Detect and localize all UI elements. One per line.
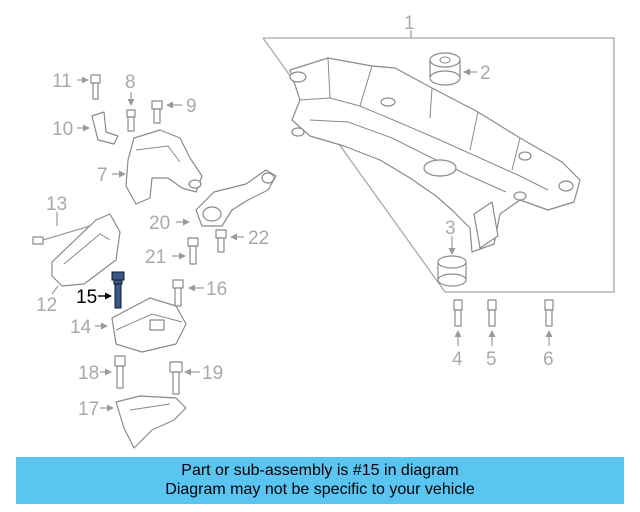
banner-line-part-number: Part or sub-assembly is #15 in diagram bbox=[181, 462, 459, 479]
bolt-19 bbox=[169, 361, 183, 395]
bolt-9 bbox=[151, 100, 163, 124]
callout-16: 16 bbox=[206, 279, 227, 300]
callout-19: 19 bbox=[202, 363, 223, 384]
subframe-group-outline bbox=[262, 37, 615, 293]
banner-line-disclaimer: Diagram may not be specific to your vehi… bbox=[165, 481, 475, 498]
upper-subframe-mount bbox=[429, 52, 461, 86]
callout-3: 3 bbox=[445, 218, 456, 239]
subframe-bolts bbox=[453, 299, 554, 327]
callout-20: 20 bbox=[149, 213, 170, 234]
callout-4: 4 bbox=[452, 349, 463, 370]
engine-mount-bracket bbox=[125, 129, 203, 205]
callout-21: 21 bbox=[145, 247, 166, 268]
callout-6: 6 bbox=[543, 349, 554, 370]
callout-9: 9 bbox=[186, 96, 197, 117]
transmission-bracket bbox=[51, 213, 121, 287]
callout-13: 13 bbox=[46, 194, 67, 215]
callout-15: 15 bbox=[76, 287, 97, 308]
bolt-8 bbox=[126, 109, 136, 132]
callout-22: 22 bbox=[248, 228, 269, 249]
callout-14: 14 bbox=[70, 317, 92, 338]
bolt-16 bbox=[172, 279, 184, 307]
bolt-18 bbox=[114, 355, 126, 389]
callout-18: 18 bbox=[78, 363, 99, 384]
callout-2: 2 bbox=[480, 63, 491, 84]
bolt-15-highlighted bbox=[111, 271, 125, 309]
torque-rod bbox=[195, 169, 277, 227]
callout-10: 10 bbox=[52, 119, 73, 140]
callout-7: 7 bbox=[97, 165, 108, 186]
bolt-22 bbox=[215, 229, 227, 253]
callout-5: 5 bbox=[486, 349, 497, 370]
callout-17: 17 bbox=[78, 399, 99, 420]
callout-12: 12 bbox=[36, 295, 57, 316]
subframe-crossmember bbox=[289, 57, 581, 253]
bolt-11 bbox=[90, 74, 101, 100]
callout-1: 1 bbox=[404, 13, 415, 34]
info-banner: Part or sub-assembly is #15 in diagram D… bbox=[16, 457, 624, 504]
long-bolt-13 bbox=[32, 225, 91, 245]
lower-subframe-mount bbox=[437, 255, 467, 287]
callout-11: 11 bbox=[52, 71, 72, 92]
transmission-mount bbox=[111, 297, 187, 353]
lower-bracket bbox=[115, 395, 187, 449]
bolt-21 bbox=[187, 237, 199, 265]
bracket-10 bbox=[91, 111, 119, 145]
callout-8: 8 bbox=[125, 72, 136, 93]
